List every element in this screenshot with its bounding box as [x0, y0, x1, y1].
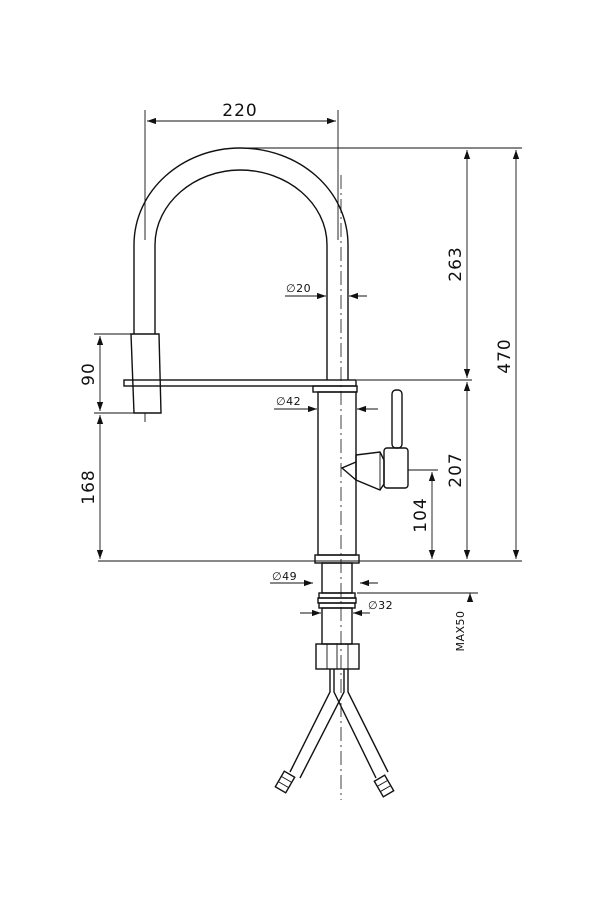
faucet-outline	[123, 147, 409, 800]
shank	[321, 562, 353, 594]
support-bar	[123, 379, 357, 387]
spout-collar	[312, 385, 358, 393]
dim-width-220: 220	[222, 101, 257, 121]
spout-outer	[133, 147, 349, 380]
handle-block	[383, 447, 409, 489]
dim-spout-height-263: 263	[446, 246, 466, 281]
lever-handle	[391, 389, 403, 449]
dimension-lines	[94, 110, 522, 617]
dim-body-height-207: 207	[446, 452, 466, 487]
base-ring	[314, 554, 360, 564]
lock-nut	[315, 643, 360, 670]
dim-total-height-470: 470	[495, 338, 515, 373]
dim-diameter-49: ∅49	[272, 570, 297, 583]
dim-max-deck-50: MAX50	[454, 610, 467, 651]
faucet-body	[317, 391, 357, 556]
spray-head	[130, 333, 162, 414]
hose-fitting-left	[274, 770, 296, 794]
dim-diameter-20: ∅20	[286, 282, 311, 295]
dim-diameter-42: ∅42	[276, 395, 301, 408]
hose-fitting-right	[373, 774, 395, 798]
dim-head-length-90: 90	[79, 362, 99, 386]
dim-head-bottom-168: 168	[79, 469, 99, 504]
dim-handle-height-104: 104	[411, 497, 431, 532]
supply-hose-right	[333, 669, 389, 779]
dim-diameter-32: ∅32	[368, 599, 393, 612]
spout-inner	[154, 169, 328, 380]
supply-hose-left	[289, 669, 345, 779]
